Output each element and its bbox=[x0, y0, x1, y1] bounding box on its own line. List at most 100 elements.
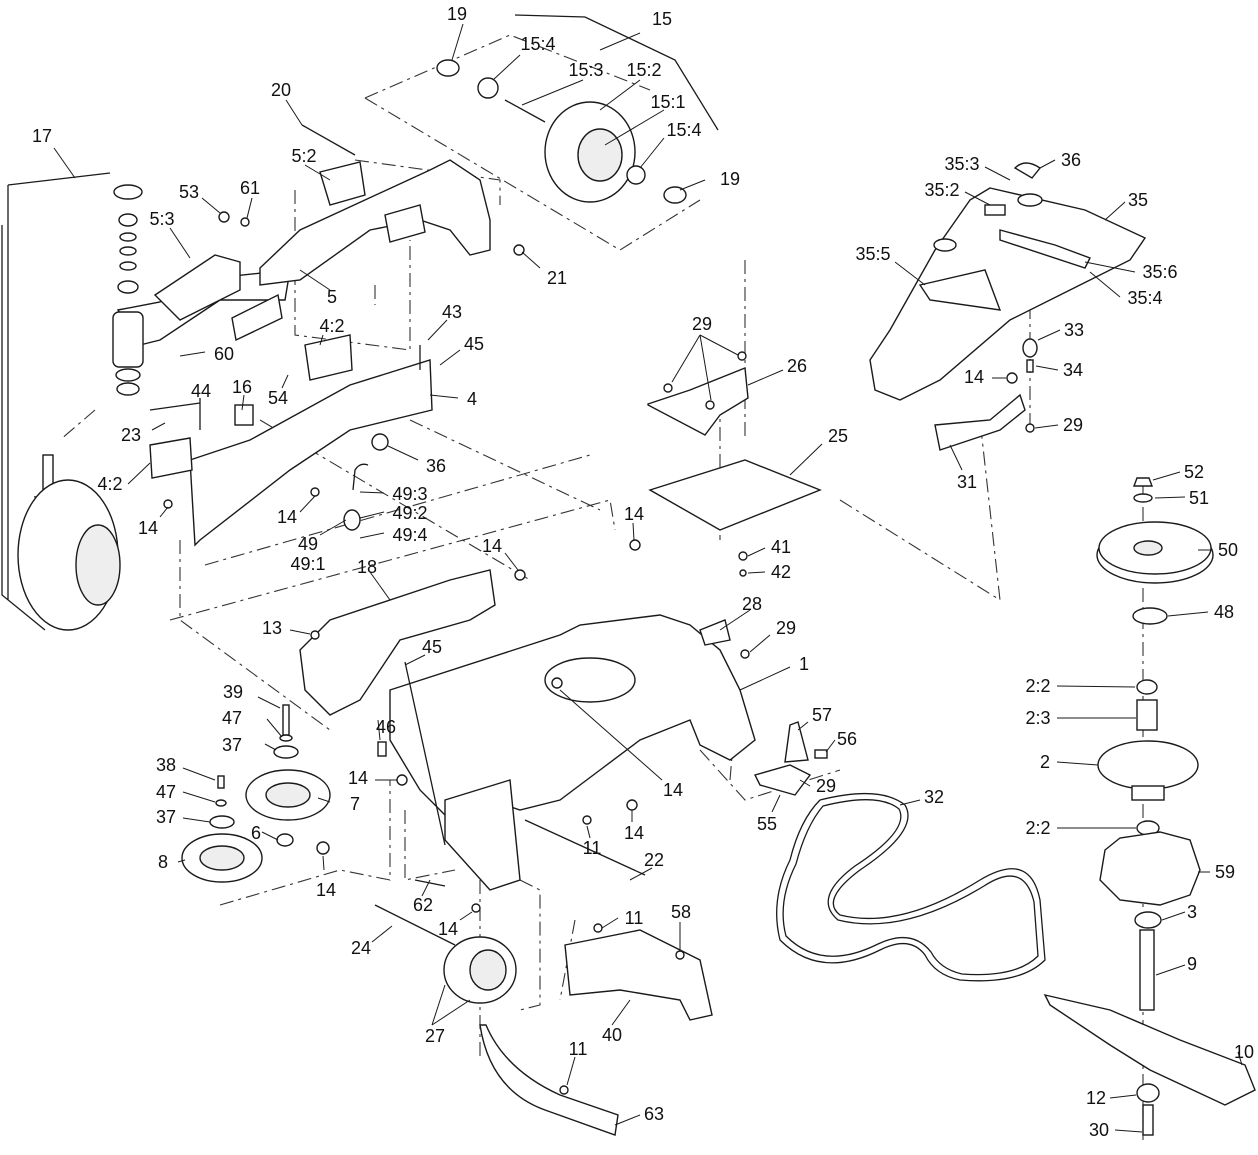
callout: 42 bbox=[771, 562, 791, 582]
callout: 4 bbox=[467, 389, 477, 409]
callout: 29 bbox=[776, 618, 796, 638]
callout: 25 bbox=[828, 426, 848, 446]
callout: 47 bbox=[222, 708, 242, 728]
callout: 14 bbox=[438, 919, 458, 939]
callout: 1 bbox=[799, 654, 809, 674]
callout: 56 bbox=[837, 729, 857, 749]
callout: 49:1 bbox=[290, 554, 325, 574]
main-frame-assembly bbox=[299, 569, 756, 891]
callout: 2:2 bbox=[1025, 818, 1050, 838]
callout: 15 bbox=[652, 9, 672, 29]
callout: 35:3 bbox=[944, 154, 979, 174]
callout: 49 bbox=[298, 534, 318, 554]
callout: 11 bbox=[625, 908, 644, 928]
callout: 11 bbox=[583, 838, 602, 858]
callout: 49:4 bbox=[392, 525, 427, 545]
callout: 9 bbox=[1187, 954, 1197, 974]
callout: 23 bbox=[121, 425, 141, 445]
callout: 14 bbox=[482, 536, 502, 556]
spindle-assembly bbox=[1043, 477, 1256, 1136]
callout: 14 bbox=[316, 880, 336, 900]
callout: 2 bbox=[1040, 752, 1050, 772]
callout: 61 bbox=[240, 178, 260, 198]
callout: 29 bbox=[816, 776, 836, 796]
callout: 18 bbox=[357, 557, 377, 577]
callout: 32 bbox=[924, 787, 944, 807]
callout: 53 bbox=[179, 182, 199, 202]
callout: 8 bbox=[158, 852, 168, 872]
callout: 14 bbox=[624, 823, 644, 843]
callout: 21 bbox=[547, 268, 567, 288]
callout: 30 bbox=[1089, 1120, 1109, 1140]
callout: 4:2 bbox=[319, 316, 344, 336]
callout: 12 bbox=[1086, 1088, 1106, 1108]
callout: 13 bbox=[262, 618, 282, 638]
callout: 3 bbox=[1187, 902, 1197, 922]
callout: 54 bbox=[268, 388, 288, 408]
callout: 31 bbox=[957, 472, 977, 492]
callout: 26 bbox=[787, 356, 807, 376]
callout: 41 bbox=[771, 537, 791, 557]
callout: 47 bbox=[156, 782, 176, 802]
callout: 58 bbox=[671, 902, 691, 922]
callout: 14 bbox=[138, 518, 158, 538]
callout: 59 bbox=[1215, 862, 1235, 882]
callout: 14 bbox=[624, 504, 644, 524]
callout: 15:3 bbox=[568, 60, 603, 80]
callout: 45 bbox=[422, 637, 442, 657]
callout: 6 bbox=[251, 823, 261, 843]
callout: 38 bbox=[156, 755, 176, 775]
callout: 49:2 bbox=[392, 503, 427, 523]
callout: 14 bbox=[663, 780, 683, 800]
callout: 55 bbox=[757, 814, 777, 834]
callout: 36 bbox=[1061, 150, 1081, 170]
callout: 63 bbox=[644, 1104, 664, 1124]
callout: 5 bbox=[327, 287, 337, 307]
callout: 2:3 bbox=[1025, 708, 1050, 728]
callout: 35 bbox=[1128, 190, 1148, 210]
callout: 37 bbox=[222, 735, 242, 755]
callout: 7 bbox=[350, 794, 360, 814]
callout: 29 bbox=[1063, 415, 1083, 435]
callout: 50 bbox=[1218, 540, 1238, 560]
callout-leaders bbox=[53, 23, 1243, 1133]
callout: 15:2 bbox=[626, 60, 661, 80]
callout: 27 bbox=[425, 1026, 445, 1046]
callout: 15:4 bbox=[666, 120, 701, 140]
callout: 15:1 bbox=[650, 92, 685, 112]
callout: 10 bbox=[1234, 1042, 1254, 1062]
belt-guide-assembly bbox=[753, 721, 828, 796]
callout: 46 bbox=[376, 717, 396, 737]
side-plate-assembly bbox=[149, 334, 433, 547]
callout: 57 bbox=[812, 705, 832, 725]
callout: 40 bbox=[602, 1025, 622, 1045]
callout: 15:4 bbox=[520, 34, 555, 54]
callout: 45 bbox=[464, 334, 484, 354]
arm-assembly bbox=[153, 124, 525, 342]
callout: 20 bbox=[271, 80, 291, 100]
callout: 4:2 bbox=[97, 474, 122, 494]
drive-belt bbox=[776, 792, 1046, 982]
callout: 35:6 bbox=[1142, 262, 1177, 282]
callout: 19 bbox=[720, 169, 740, 189]
lower-assembly bbox=[374, 879, 713, 1136]
idler-pulleys bbox=[181, 704, 331, 883]
callout: 28 bbox=[742, 594, 762, 614]
deck-plate-assembly bbox=[514, 351, 822, 581]
belt-cover bbox=[869, 162, 1147, 451]
callout: 19 bbox=[447, 4, 467, 24]
callout: 35:4 bbox=[1127, 288, 1162, 308]
callout: 39 bbox=[223, 682, 243, 702]
rear-wheel-assembly bbox=[436, 14, 719, 204]
caster-wheel-assembly bbox=[1, 172, 291, 631]
callout: 37 bbox=[156, 807, 176, 827]
callout: 36 bbox=[426, 456, 446, 476]
callout: 14 bbox=[348, 768, 368, 788]
callout: 60 bbox=[214, 344, 234, 364]
callout: 33 bbox=[1064, 320, 1084, 340]
callout: 29 bbox=[692, 314, 712, 334]
callout: 62 bbox=[413, 895, 433, 915]
callout-labels: 19 15 15:4 15:3 15:2 15:1 15:4 19 20 17 … bbox=[32, 4, 1254, 1140]
callout: 52 bbox=[1184, 462, 1204, 482]
